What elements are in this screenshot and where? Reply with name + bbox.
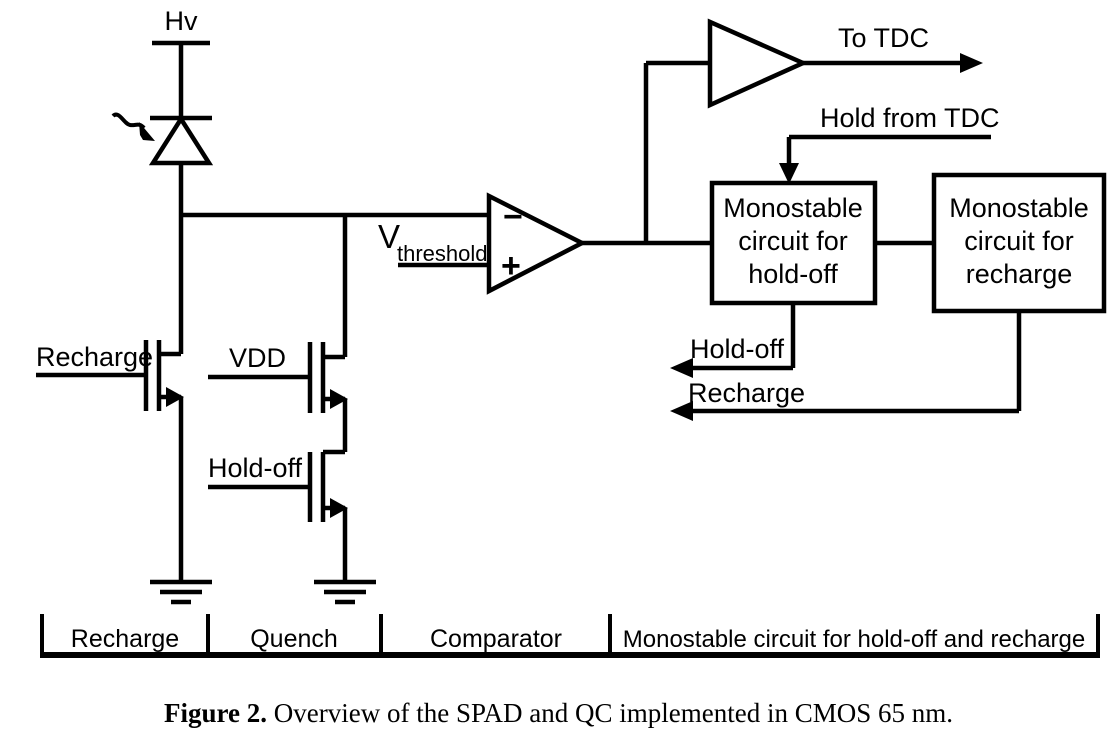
monostable-recharge-line-1: Monostable — [949, 193, 1089, 223]
holdoff-transistor — [208, 452, 348, 522]
vthreshold-subscript: threshold — [397, 241, 488, 266]
vdd-gate-label: VDD — [229, 343, 286, 373]
figure-caption: Figure 2. Overview of the SPAD and QC im… — [0, 698, 1117, 729]
legend-label-recharge: Recharge — [71, 625, 179, 653]
caption-text: Overview of the SPAD and QC implemented … — [267, 698, 953, 728]
comparator-triangle — [486, 192, 587, 295]
monostable-recharge-box[interactable] — [931, 172, 1107, 314]
recharge-feedback-arrowhead — [670, 401, 693, 421]
legend-label-comparator: Comparator — [430, 625, 562, 653]
spad-qc-circuit-diagram: Hv Recharge — [36, 6, 1107, 658]
photon-arrow-icon — [111, 112, 155, 141]
ground-symbol-recharge — [150, 579, 212, 605]
recharge-gate-label: Recharge — [36, 342, 153, 372]
comparator-plus-sign: + — [501, 247, 521, 285]
recharge-transistor — [36, 340, 184, 411]
hold-from-tdc-arrowhead — [779, 163, 799, 184]
hold-from-tdc-label: Hold from TDC — [820, 103, 1000, 133]
spad-diode-triangle — [148, 114, 214, 166]
monostable-holdoff-line-1: Monostable — [723, 193, 863, 223]
caption-figure-number: Figure 2. — [164, 698, 268, 728]
vdd-source-arrow — [330, 389, 348, 409]
comparator-minus-sign: − — [503, 198, 523, 236]
holdoff-feedback-label: Hold-off — [690, 334, 785, 364]
monostable-holdoff-line-3: hold-off — [748, 259, 838, 289]
legend-label-quench: Quench — [250, 625, 338, 653]
legend-bar: Recharge Quench Comparator Monostable ci… — [40, 614, 1100, 658]
holdoff-gate-label: Hold-off — [208, 453, 303, 483]
to-tdc-label: To TDC — [838, 23, 929, 53]
holdoff-source-arrow — [330, 498, 348, 518]
vthreshold-label: V — [378, 218, 400, 255]
ground-symbol-quench — [314, 579, 376, 605]
monostable-recharge-line-2: circuit for — [964, 226, 1074, 256]
vdd-transistor — [208, 342, 348, 413]
to-tdc-arrowhead — [960, 53, 983, 73]
hv-label: Hv — [165, 6, 198, 36]
monostable-recharge-line-3: recharge — [966, 259, 1073, 289]
recharge-source-arrow — [166, 387, 184, 407]
monostable-holdoff-box[interactable] — [709, 180, 878, 306]
monostable-holdoff-line-2: circuit for — [738, 226, 848, 256]
holdoff-feedback-arrowhead — [670, 358, 693, 378]
legend-label-monostable: Monostable circuit for hold-off and rech… — [623, 626, 1085, 653]
output-buffer-triangle — [707, 18, 809, 109]
recharge-feedback-label: Recharge — [688, 378, 805, 408]
